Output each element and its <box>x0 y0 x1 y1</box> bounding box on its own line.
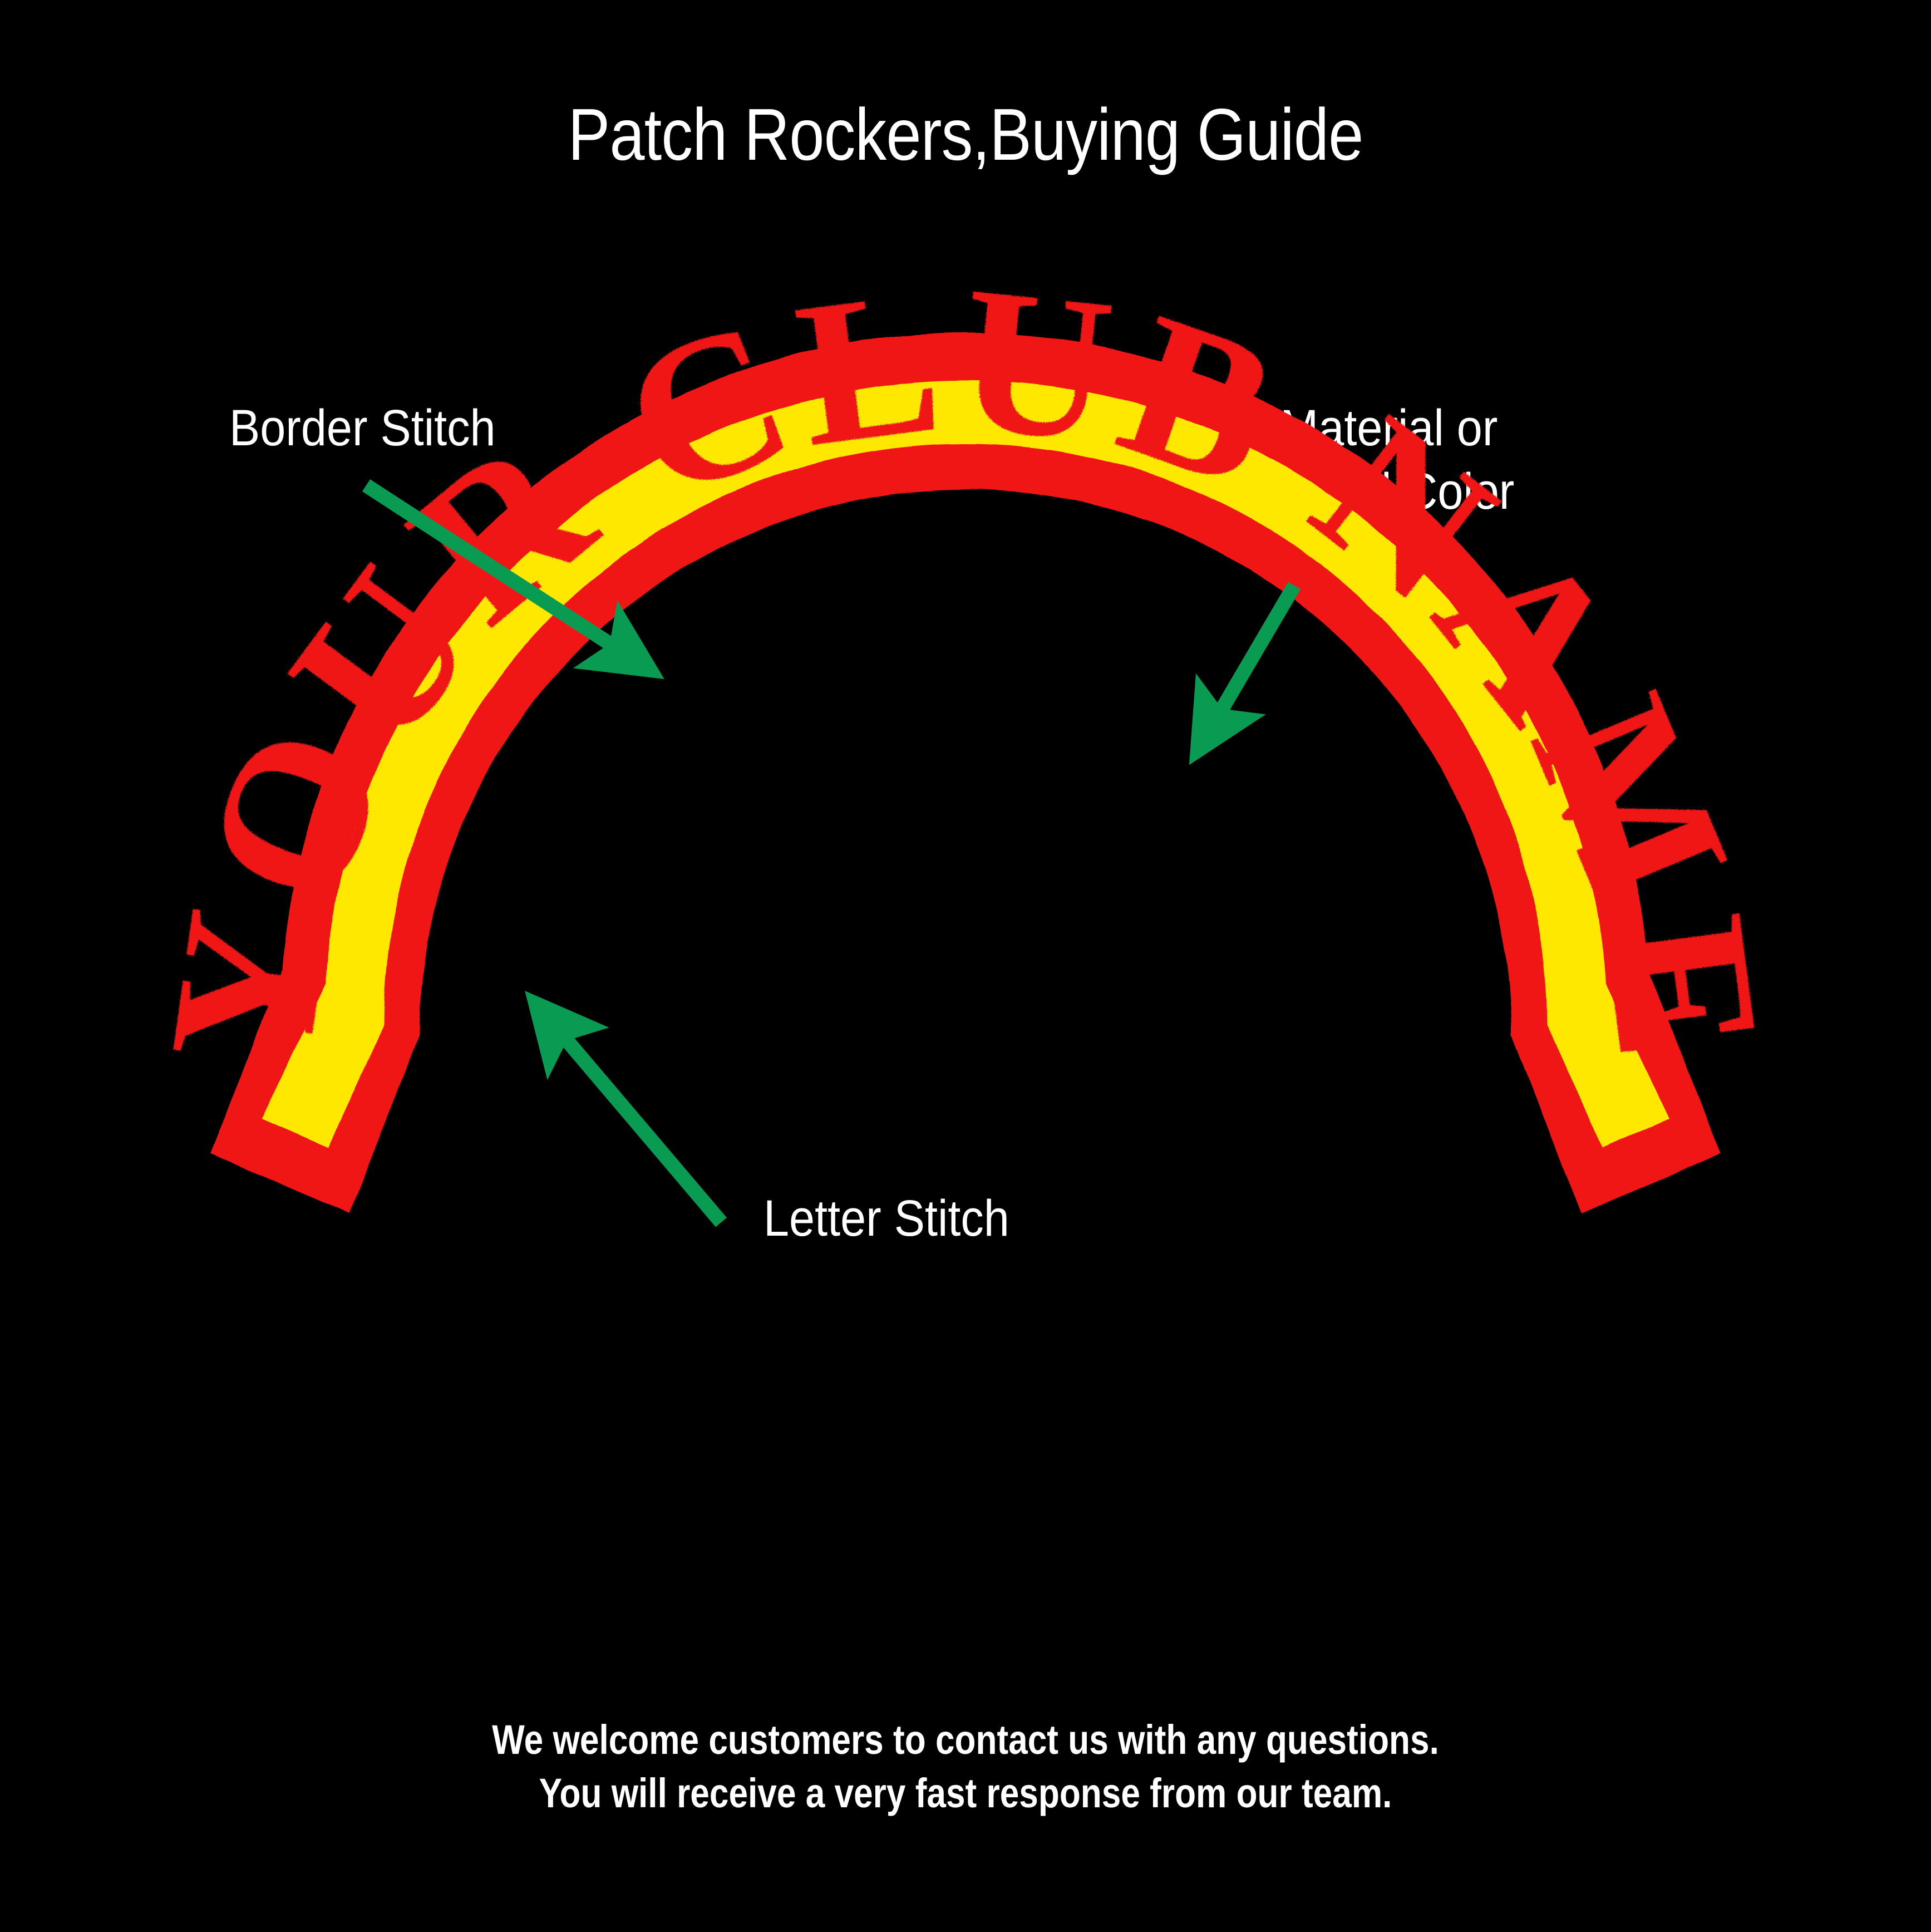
footer-text: We welcome customers to contact us with … <box>155 1713 1777 1820</box>
footer-line-2: You will receive a very fast response fr… <box>539 1770 1392 1817</box>
callout-arrow-letter-stitch <box>525 991 727 1227</box>
callout-label-letter-stitch: Letter Stitch <box>763 1190 1009 1247</box>
callout-label-border-stitch: Border Stitch <box>229 400 496 456</box>
arrow-line-base-material <box>1189 582 1301 765</box>
callout-arrow-border-stitch <box>362 479 664 680</box>
callout-arrow-base-material <box>1189 582 1301 765</box>
arrow-line-border-stitch <box>362 479 664 680</box>
footer-line-1: We welcome customers to contact us with … <box>492 1717 1439 1763</box>
page-title: Patch Rockers,Buying Guide <box>568 94 1364 175</box>
arrow-line-letter-stitch <box>525 991 727 1227</box>
